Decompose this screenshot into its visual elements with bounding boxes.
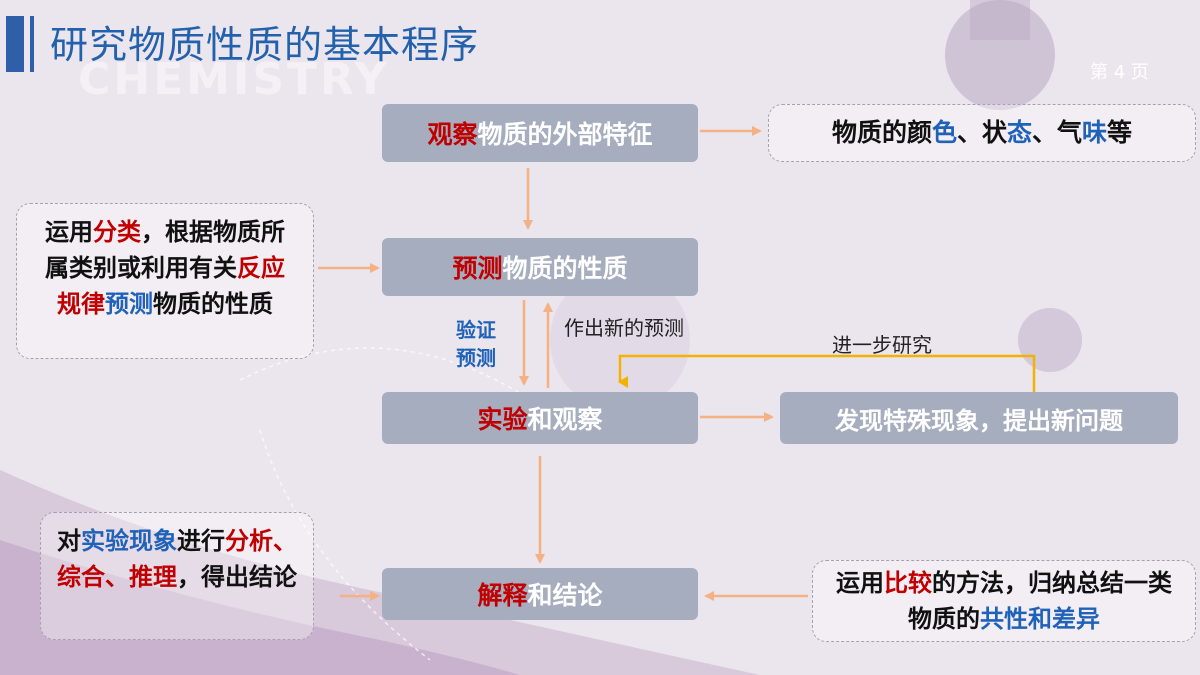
verify-label-line2: 预测 <box>456 346 496 370</box>
step-predict-highlight: 预测 <box>452 254 503 283</box>
analyze-phenomenon: 实验现象 <box>81 527 177 555</box>
analyze-box: 对实验现象进行分析、综合、推理，得出结论 <box>40 512 314 640</box>
features-color: 色 <box>931 118 957 147</box>
step-observe-text: 物质的外部特征 <box>477 120 653 149</box>
phenomenon-box: 发现特殊现象，提出新问题 <box>780 392 1178 444</box>
features-text-1: 物质的颜 <box>831 118 932 147</box>
classify-text-1: 运用 <box>45 218 93 246</box>
new-prediction-label: 作出新的预测 <box>564 316 684 340</box>
compare-commonality: 共性和差异 <box>980 605 1100 633</box>
page-title: 研究物质性质的基本程序 <box>50 23 480 67</box>
features-smell: 味 <box>1082 118 1108 147</box>
step-predict: 预测物质的性质 <box>382 238 698 296</box>
page-number: 第 4 页 <box>1090 62 1149 83</box>
compare-box: 运用比较的方法，归纳总结一类物质的共性和差异 <box>812 560 1196 642</box>
classify-text-2: ，根据物质所属类别或利用有关 <box>45 218 285 282</box>
step-experiment: 实验和观察 <box>382 392 698 444</box>
analyze-text-3: ，得出结论 <box>177 563 297 591</box>
step-explain: 解释和结论 <box>382 568 698 620</box>
step-experiment-highlight: 实验 <box>477 405 528 434</box>
title-accent-bar <box>6 16 24 72</box>
verify-label-line1: 验证 <box>456 318 496 342</box>
classify-keyword: 分类 <box>93 218 141 246</box>
features-text-2: 、状 <box>956 118 1007 147</box>
classify-predict: 预测 <box>105 290 153 318</box>
step-observe-highlight: 观察 <box>427 120 478 149</box>
loop-arrow-further-research <box>618 354 1036 392</box>
watermark: CHEMISTRY <box>78 54 390 105</box>
features-text-4: 等 <box>1107 118 1133 147</box>
step-explain-highlight: 解释 <box>477 581 528 610</box>
step-predict-text: 物质的性质 <box>502 254 628 283</box>
further-research-label: 进一步研究 <box>832 333 932 357</box>
analyze-text-2: 进行 <box>177 527 225 555</box>
classify-box: 运用分类，根据物质所属类别或利用有关反应规律预测物质的性质 <box>16 203 314 359</box>
step-observe: 观察物质的外部特征 <box>382 104 698 162</box>
step-explain-text: 和结论 <box>527 581 603 610</box>
analyze-methods: 分析、综合、推理 <box>57 527 297 591</box>
classify-text-3: 物质的性质 <box>153 290 273 318</box>
compare-text-2: 的方法，归纳总结一类物质的 <box>908 569 1172 633</box>
features-box: 物质的颜色、状态、气味等 <box>768 104 1196 162</box>
classify-rule: 反应规律 <box>57 254 285 318</box>
compare-text-1: 运用 <box>836 569 884 597</box>
features-state: 态 <box>1006 118 1032 147</box>
compare-keyword: 比较 <box>884 569 932 597</box>
phenomenon-text: 发现特殊现象，提出新问题 <box>835 406 1123 435</box>
step-experiment-text: 和观察 <box>527 405 603 434</box>
title-accent-line <box>30 16 34 72</box>
verify-prediction-label: 验证 预测 <box>446 316 506 372</box>
analyze-text-1: 对 <box>57 527 81 555</box>
features-text-3: 、气 <box>1032 118 1083 147</box>
